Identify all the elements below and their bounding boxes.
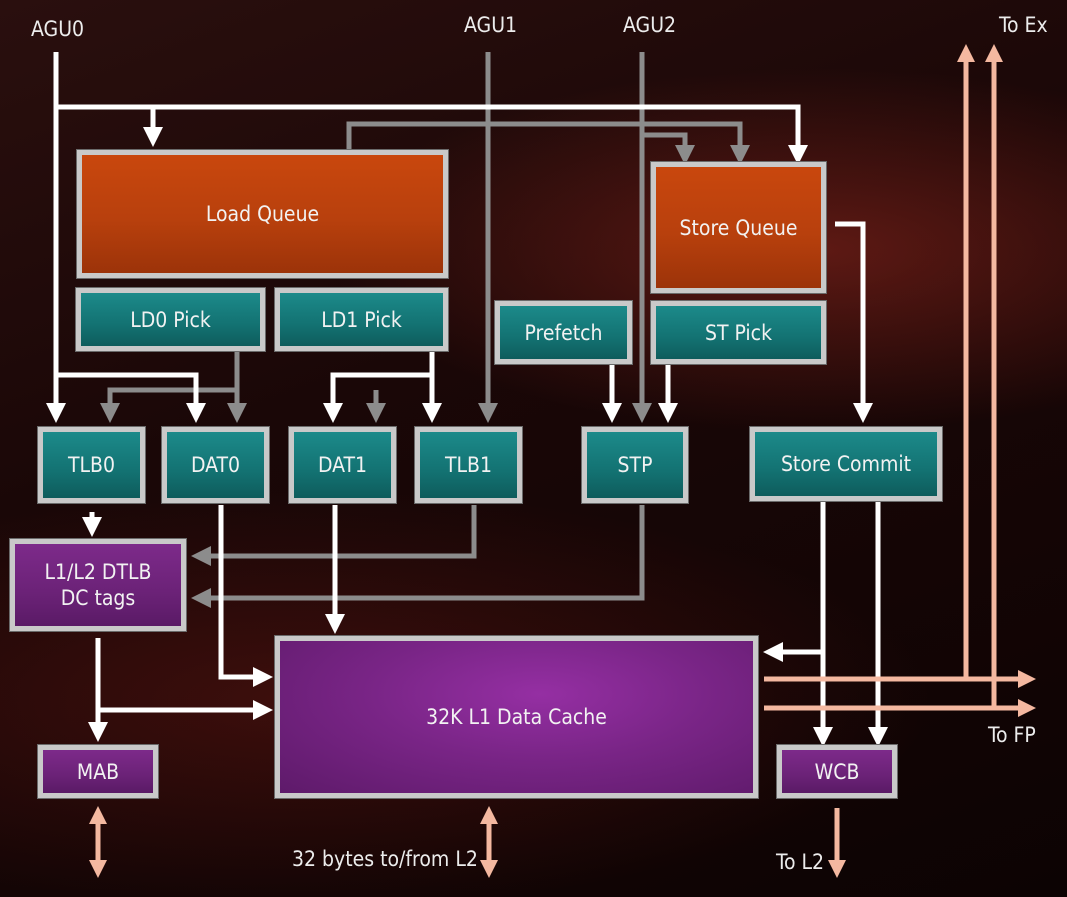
dat0-label: DAT0 <box>190 453 241 477</box>
store-commit-block: Store Commit <box>749 426 943 502</box>
to-ex-label: To Ex <box>999 13 1048 37</box>
dat1-label: DAT1 <box>317 453 368 477</box>
ld1-pick-label: LD1 Pick <box>321 307 402 332</box>
st-pick-label: ST Pick <box>704 320 773 345</box>
load-queue-block: Load Queue <box>76 149 449 279</box>
ld0-pick-label: LD0 Pick <box>130 307 211 332</box>
agu1-label: AGU1 <box>464 13 518 37</box>
wire-agu0-dat0 <box>56 372 206 424</box>
wire-lq-sq-top <box>346 121 750 166</box>
l1-data-cache-label: 32K L1 Data Cache <box>426 705 607 729</box>
wire-ld0-tlb0 <box>100 350 240 424</box>
wire-tlb1-dtlb <box>190 505 477 566</box>
prefetch-block: Prefetch <box>494 300 633 365</box>
agu0-label: AGU0 <box>31 17 85 41</box>
wire-agu0-bus <box>56 104 808 166</box>
tlb0-label: TLB0 <box>67 453 116 477</box>
tlb1-label: TLB1 <box>444 453 493 477</box>
dtlb-dc-tags-block: L1/L2 DTLB DC tags <box>9 538 187 632</box>
wire-sq-commit <box>835 221 873 424</box>
dat0-block: DAT0 <box>161 426 270 504</box>
stp-block: STP <box>581 426 689 504</box>
wire-stp-dtlb <box>190 505 645 608</box>
mab-label: MAB <box>76 759 120 784</box>
tlb0-block: TLB0 <box>37 426 146 504</box>
load-queue-label: Load Queue <box>205 202 320 226</box>
mab-block: MAB <box>37 744 159 799</box>
prefetch-label: Prefetch <box>524 320 603 345</box>
wcb-block: WCB <box>776 744 898 799</box>
wire-dat0-cache <box>218 505 274 687</box>
agu2-label: AGU2 <box>623 13 677 37</box>
wcb-label: WCB <box>814 759 860 784</box>
l2-bus-label: 32 bytes to/from L2 <box>292 847 478 871</box>
store-commit-label: Store Commit <box>780 452 912 476</box>
l1-data-cache-block: 32K L1 Data Cache <box>274 635 759 799</box>
wire-agu2-sq <box>642 132 695 166</box>
tlb1-block: TLB1 <box>414 426 523 504</box>
dtlb-dc-tags-label: L1/L2 DTLB DC tags <box>44 560 152 610</box>
ld1-pick-block: LD1 Pick <box>274 287 449 352</box>
store-queue-label: Store Queue <box>679 215 798 240</box>
store-queue-block: Store Queue <box>650 161 827 294</box>
to-fp-label: To FP <box>988 723 1036 747</box>
wire-commit-cache <box>762 500 826 662</box>
to-l2-label: To L2 <box>776 850 825 874</box>
wire-ld1-dat1 <box>323 350 435 424</box>
ld0-pick-block: LD0 Pick <box>75 287 266 352</box>
st-pick-block: ST Pick <box>650 300 827 365</box>
dat1-block: DAT1 <box>288 426 397 504</box>
stp-label: STP <box>617 453 653 477</box>
